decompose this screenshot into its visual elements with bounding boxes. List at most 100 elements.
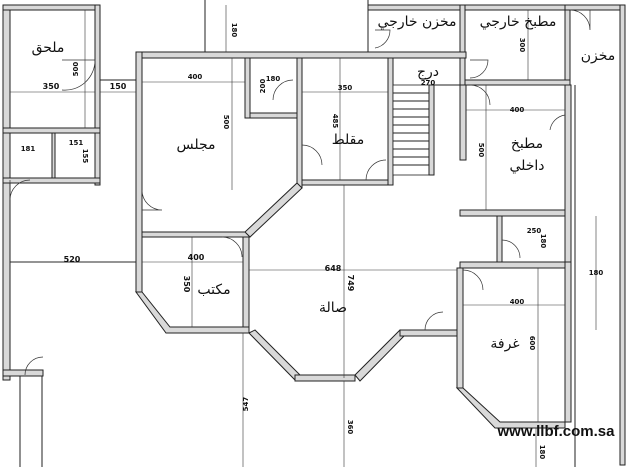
- dim-label-400-majlis: 400: [188, 73, 203, 81]
- main-top-wall: [135, 51, 467, 59]
- store-top-wall: [564, 4, 626, 11]
- dim-label-600: 600: [528, 336, 536, 351]
- dimension-labels: 180 500 350 150 300 400 180 200 350 485 …: [21, 23, 604, 460]
- door-maqlat-2: [365, 159, 387, 181]
- annex-right-wall: [94, 4, 101, 186]
- main-left-wall: [135, 51, 143, 293]
- dim-label-350-maqlat: 350: [338, 84, 353, 92]
- dim-label-520: 520: [64, 255, 81, 264]
- door-annex: [61, 59, 96, 91]
- int-kitchen-right-wall: [564, 84, 572, 271]
- hall-chamfer-left: [248, 329, 301, 381]
- room-label-internal-kitchen-line1: مطبخ: [511, 136, 543, 152]
- annex-bottom-wall: [2, 127, 101, 134]
- hall-chamfer-right: [354, 329, 406, 382]
- dim-label-648: 648: [325, 264, 342, 273]
- dim-label-151: 151: [69, 139, 84, 147]
- dim-label-180-bath: 180: [266, 75, 281, 83]
- maqlat-bottom-wall: [301, 179, 393, 186]
- stairs-flight-left: [392, 84, 430, 176]
- room-label-hall: صالة: [319, 300, 347, 316]
- door-maqlat-1: [301, 144, 323, 166]
- dim-label-150: 150: [110, 82, 127, 91]
- top-boundary: [204, 0, 626, 467]
- door-hall-bay: [424, 311, 444, 331]
- room-left-wall: [456, 267, 464, 389]
- room-label-majlis: مجلس: [176, 137, 215, 153]
- stairs-right-wall: [459, 84, 467, 161]
- room-label-external-kitchen: مطبخ خارجي: [480, 14, 557, 30]
- room-label-stairs: درج: [417, 64, 439, 80]
- room-label-maqlat: مقلط: [332, 132, 365, 148]
- door-store: [569, 9, 591, 31]
- right-outer-wall: [619, 4, 626, 466]
- outer-walls: [2, 4, 138, 467]
- dim-label-155: 155: [81, 149, 89, 164]
- int-kitchen-bottom-wall: [459, 209, 571, 217]
- dim-label-400-office: 400: [188, 253, 205, 262]
- wc-divider-wall: [51, 132, 56, 179]
- majlis-chamfer-wall: [244, 182, 303, 238]
- ext-store-right-wall: [459, 4, 466, 86]
- office-right-wall: [242, 236, 250, 333]
- door-kitchen-top: [469, 84, 491, 106]
- hall-bay-wall: [399, 329, 461, 337]
- dim-label-180-right: 180: [589, 269, 604, 277]
- staircase: [392, 84, 460, 176]
- majlis-bottom-wall: [141, 231, 251, 238]
- dim-label-360: 360: [346, 420, 354, 435]
- room-right-wall: [564, 261, 572, 423]
- left-bottom-wall: [2, 369, 44, 377]
- maqlat-right-wall: [387, 57, 394, 186]
- hall-bottom-wall: [294, 374, 356, 382]
- dim-label-500-annex: 500: [72, 62, 80, 77]
- door-majlis: [141, 189, 163, 211]
- annex-top-wall: [2, 4, 99, 11]
- dim-label-547: 547: [242, 397, 250, 412]
- dim-label-200-bath: 200: [259, 79, 267, 94]
- door-left-bottom: [24, 356, 44, 376]
- door-ext-store: [374, 29, 391, 49]
- room-label-store: مخزن: [581, 48, 616, 64]
- room-chamfer-wall: [455, 387, 566, 429]
- main-walls: [135, 51, 572, 423]
- office-chamfer-wall: [135, 291, 250, 334]
- door-bath: [272, 79, 294, 101]
- room-label-office: مكتب: [197, 282, 230, 298]
- door-small-room: [501, 239, 521, 259]
- ext-kitchen-top-wall: [464, 4, 566, 11]
- doors: [9, 9, 591, 376]
- chamfered-walls: [135, 182, 566, 429]
- dim-label-250: 250: [527, 227, 542, 235]
- stairs-center-wall: [428, 84, 435, 176]
- dim-label-400-kitchen: 400: [510, 106, 525, 114]
- ext-store-top-wall: [367, 4, 464, 11]
- dim-label-485: 485: [331, 114, 339, 129]
- bath-bottom-wall: [249, 112, 299, 119]
- room-label-internal-kitchen-line2: داخلي: [509, 158, 544, 174]
- maqlat-left-wall: [296, 57, 303, 189]
- dim-label-500-kitchen: 500: [477, 143, 485, 158]
- watermark-text: www.llbf.com.sa: [497, 423, 616, 440]
- room-top-wall: [459, 261, 572, 269]
- dim-label-300: 300: [518, 38, 526, 53]
- dim-label-180-bottom: 180: [538, 445, 546, 460]
- dim-label-180-small: 180: [539, 234, 547, 249]
- dim-label-181: 181: [21, 145, 36, 153]
- ext-kitchen-right-wall: [564, 4, 571, 86]
- dim-label-749: 749: [346, 275, 355, 292]
- ext-kitchen-bottom-wall: [464, 79, 571, 86]
- dim-label-270: 270: [421, 79, 436, 87]
- dim-label-350-office: 350: [182, 276, 191, 293]
- left-outer-wall: [2, 4, 11, 381]
- dim-label-350-annex: 350: [43, 82, 60, 91]
- room-label-annex: ملحق: [32, 40, 65, 56]
- door-ext-kitchen: [469, 59, 489, 79]
- majlis-right-wall-top: [244, 57, 251, 119]
- room-label-external-store: مخزن خارجي: [378, 14, 457, 30]
- door-int-kitchen: [549, 114, 566, 131]
- room-labels: ملحق مخزن خارجي مطبخ خارجي مخزن درج مجلس…: [32, 14, 616, 352]
- small-room-left-wall: [496, 215, 503, 267]
- dim-label-180-top: 180: [230, 23, 238, 38]
